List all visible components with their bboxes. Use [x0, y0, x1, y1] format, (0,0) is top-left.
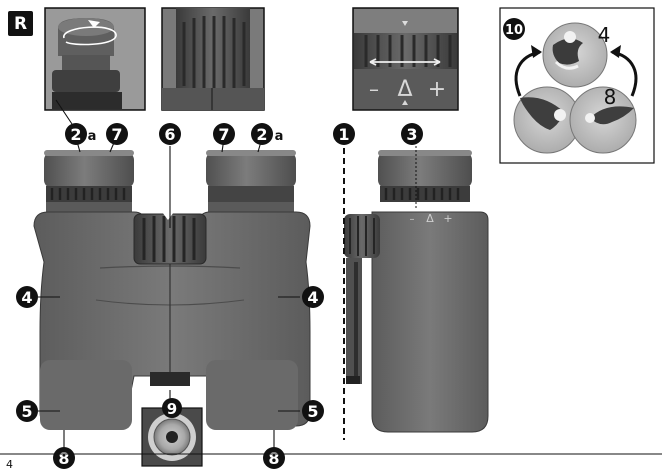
focus-wheel-detail-inset	[161, 7, 265, 111]
binocular-side-view: – Δ +	[344, 150, 489, 433]
callout-4-right: 4	[302, 286, 324, 308]
callout-9: 9	[162, 398, 182, 418]
callout-2a-right: 2 a	[251, 123, 283, 145]
diopter-plus-label: +	[428, 77, 446, 102]
svg-text:10: 10	[505, 23, 523, 38]
callout-3: 3	[401, 123, 423, 145]
callout-8-right: 8	[263, 447, 285, 469]
svg-text:7: 7	[111, 125, 122, 144]
svg-text:2: 2	[256, 125, 267, 144]
side-diopter-minus: –	[410, 214, 415, 225]
callout-4-left: 4	[16, 286, 38, 308]
callout-10: 10	[503, 18, 525, 40]
inset-number-top: 4	[598, 23, 611, 47]
callout-2a-left: 2 a	[65, 123, 96, 145]
callout-1: 1	[333, 123, 355, 145]
eyecup-detail-inset	[44, 7, 146, 111]
eagle-bottom-left-image	[520, 97, 566, 130]
svg-text:8: 8	[58, 449, 69, 468]
eagle-top-image	[552, 31, 583, 70]
binocular-front-view	[33, 150, 311, 430]
svg-text:8: 8	[268, 449, 279, 468]
callout-5-left: 5	[16, 400, 38, 422]
callout-6: 6	[159, 123, 181, 145]
comparison-inset: 4 8 10	[499, 7, 655, 164]
callout-5-right: 5	[302, 400, 324, 422]
svg-text:1: 1	[338, 125, 349, 144]
svg-text:9: 9	[167, 400, 177, 418]
svg-text:7: 7	[218, 125, 229, 144]
svg-text:5: 5	[307, 402, 318, 421]
svg-text:a: a	[88, 129, 97, 144]
svg-text:6: 6	[164, 125, 175, 144]
eagle-bottom-right-image	[585, 106, 634, 125]
svg-text:4: 4	[307, 288, 318, 307]
svg-text:2: 2	[70, 125, 81, 144]
svg-text:4: 4	[21, 288, 32, 307]
diopter-minus-label: –	[369, 77, 379, 101]
callout-8-left: 8	[53, 447, 75, 469]
diopter-delta-label: Δ	[397, 77, 412, 102]
side-diopter-plus: +	[443, 212, 452, 225]
inset-number-bottom: 8	[604, 85, 617, 109]
svg-text:a: a	[275, 129, 284, 144]
diopter-detail-inset: – Δ +	[352, 7, 459, 111]
callout-7-left: 7	[106, 123, 128, 145]
side-diopter-delta: Δ	[426, 212, 434, 225]
double-arrow-icon	[369, 58, 441, 66]
callout-7-right: 7	[213, 123, 235, 145]
section-badge: R	[8, 11, 33, 36]
svg-text:5: 5	[21, 402, 32, 421]
svg-text:3: 3	[406, 125, 417, 144]
page-number: 4	[6, 458, 13, 471]
rotate-arrow-icon	[63, 26, 117, 46]
tripod-thread-detail-inset	[141, 407, 203, 467]
